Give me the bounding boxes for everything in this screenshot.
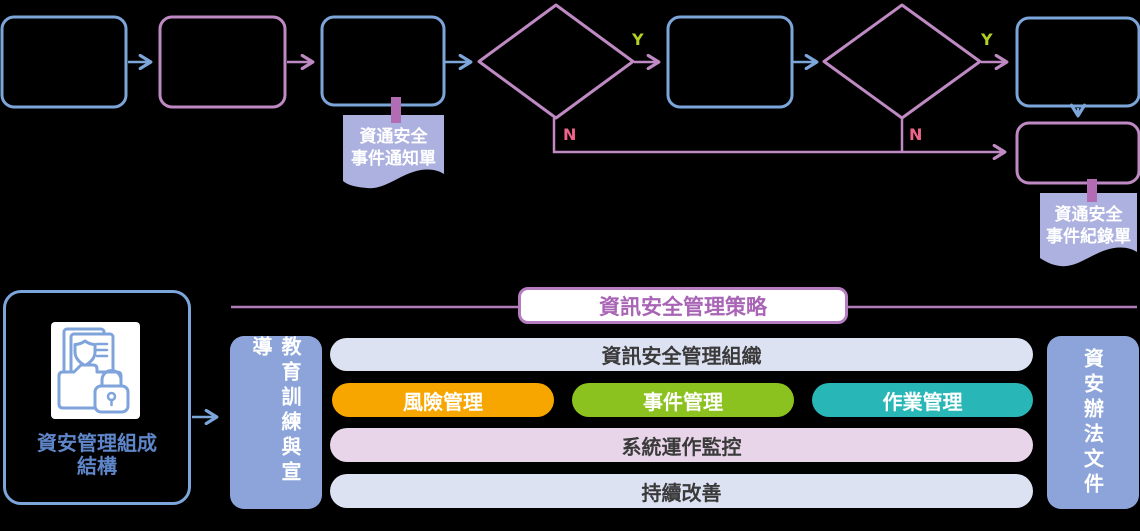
notice-document-label: 資通安全 事件通知單 [343,126,444,170]
record-document-line1: 資通安全 [1054,205,1123,225]
icon-text-lines [95,342,109,358]
training-bar-label: 教育訓練與宣導 [249,336,302,486]
security-folder-icon [51,322,140,419]
notice-document-tab [391,97,401,123]
training-bar: 教育訓練與宣導 [230,336,322,509]
record-document-label: 資通安全 事件紀錄單 [1040,204,1137,248]
record-document-line2: 事件紀錄單 [1046,227,1131,247]
pill-risk-management: 風險管理 [332,383,554,417]
policy-docs-bar: 資安辦法文件 [1047,336,1139,509]
row-monitor: 系統運作監控 [330,428,1033,462]
no-branch-line [552,118,1007,161]
decision2-no-label: N [909,125,923,144]
decision2-yes-label: Y [981,30,993,49]
process-box-2 [158,15,287,109]
row-improve: 持續改善 [330,474,1033,508]
notice-document-line1: 資通安全 [359,127,428,147]
row-org: 資訊安全管理組織 [330,338,1033,371]
security-structure-line2: 結構 [77,454,117,478]
decision1-yes-label: Y [632,30,644,49]
process-box-3 [320,15,446,107]
policy-docs-bar-label: 資安辦法文件 [1080,347,1105,498]
record-box [1015,121,1140,185]
decision-diamond-1 [477,3,635,120]
decision1-no-label: N [563,125,577,144]
security-structure-label: 資安管理組成 結構 [8,432,186,478]
security-structure-box [3,290,191,505]
security-structure-line1: 資安管理組成 [37,431,157,455]
notice-document-line2: 事件通知單 [351,149,436,169]
pill-incident-management: 事件管理 [572,383,794,417]
strategy-title-box: 資訊安全管理策略 [518,287,848,324]
record-document-shape [1040,193,1137,267]
icon-lock-shackle [100,369,123,388]
record-document-tab [1087,179,1097,202]
process-box-1 [0,15,128,109]
decision-diamond-2 [822,3,982,120]
process-box-5 [1015,16,1140,108]
process-box-4 [666,15,794,109]
pill-operation-management: 作業管理 [812,383,1033,417]
notice-document-shape [343,115,444,189]
